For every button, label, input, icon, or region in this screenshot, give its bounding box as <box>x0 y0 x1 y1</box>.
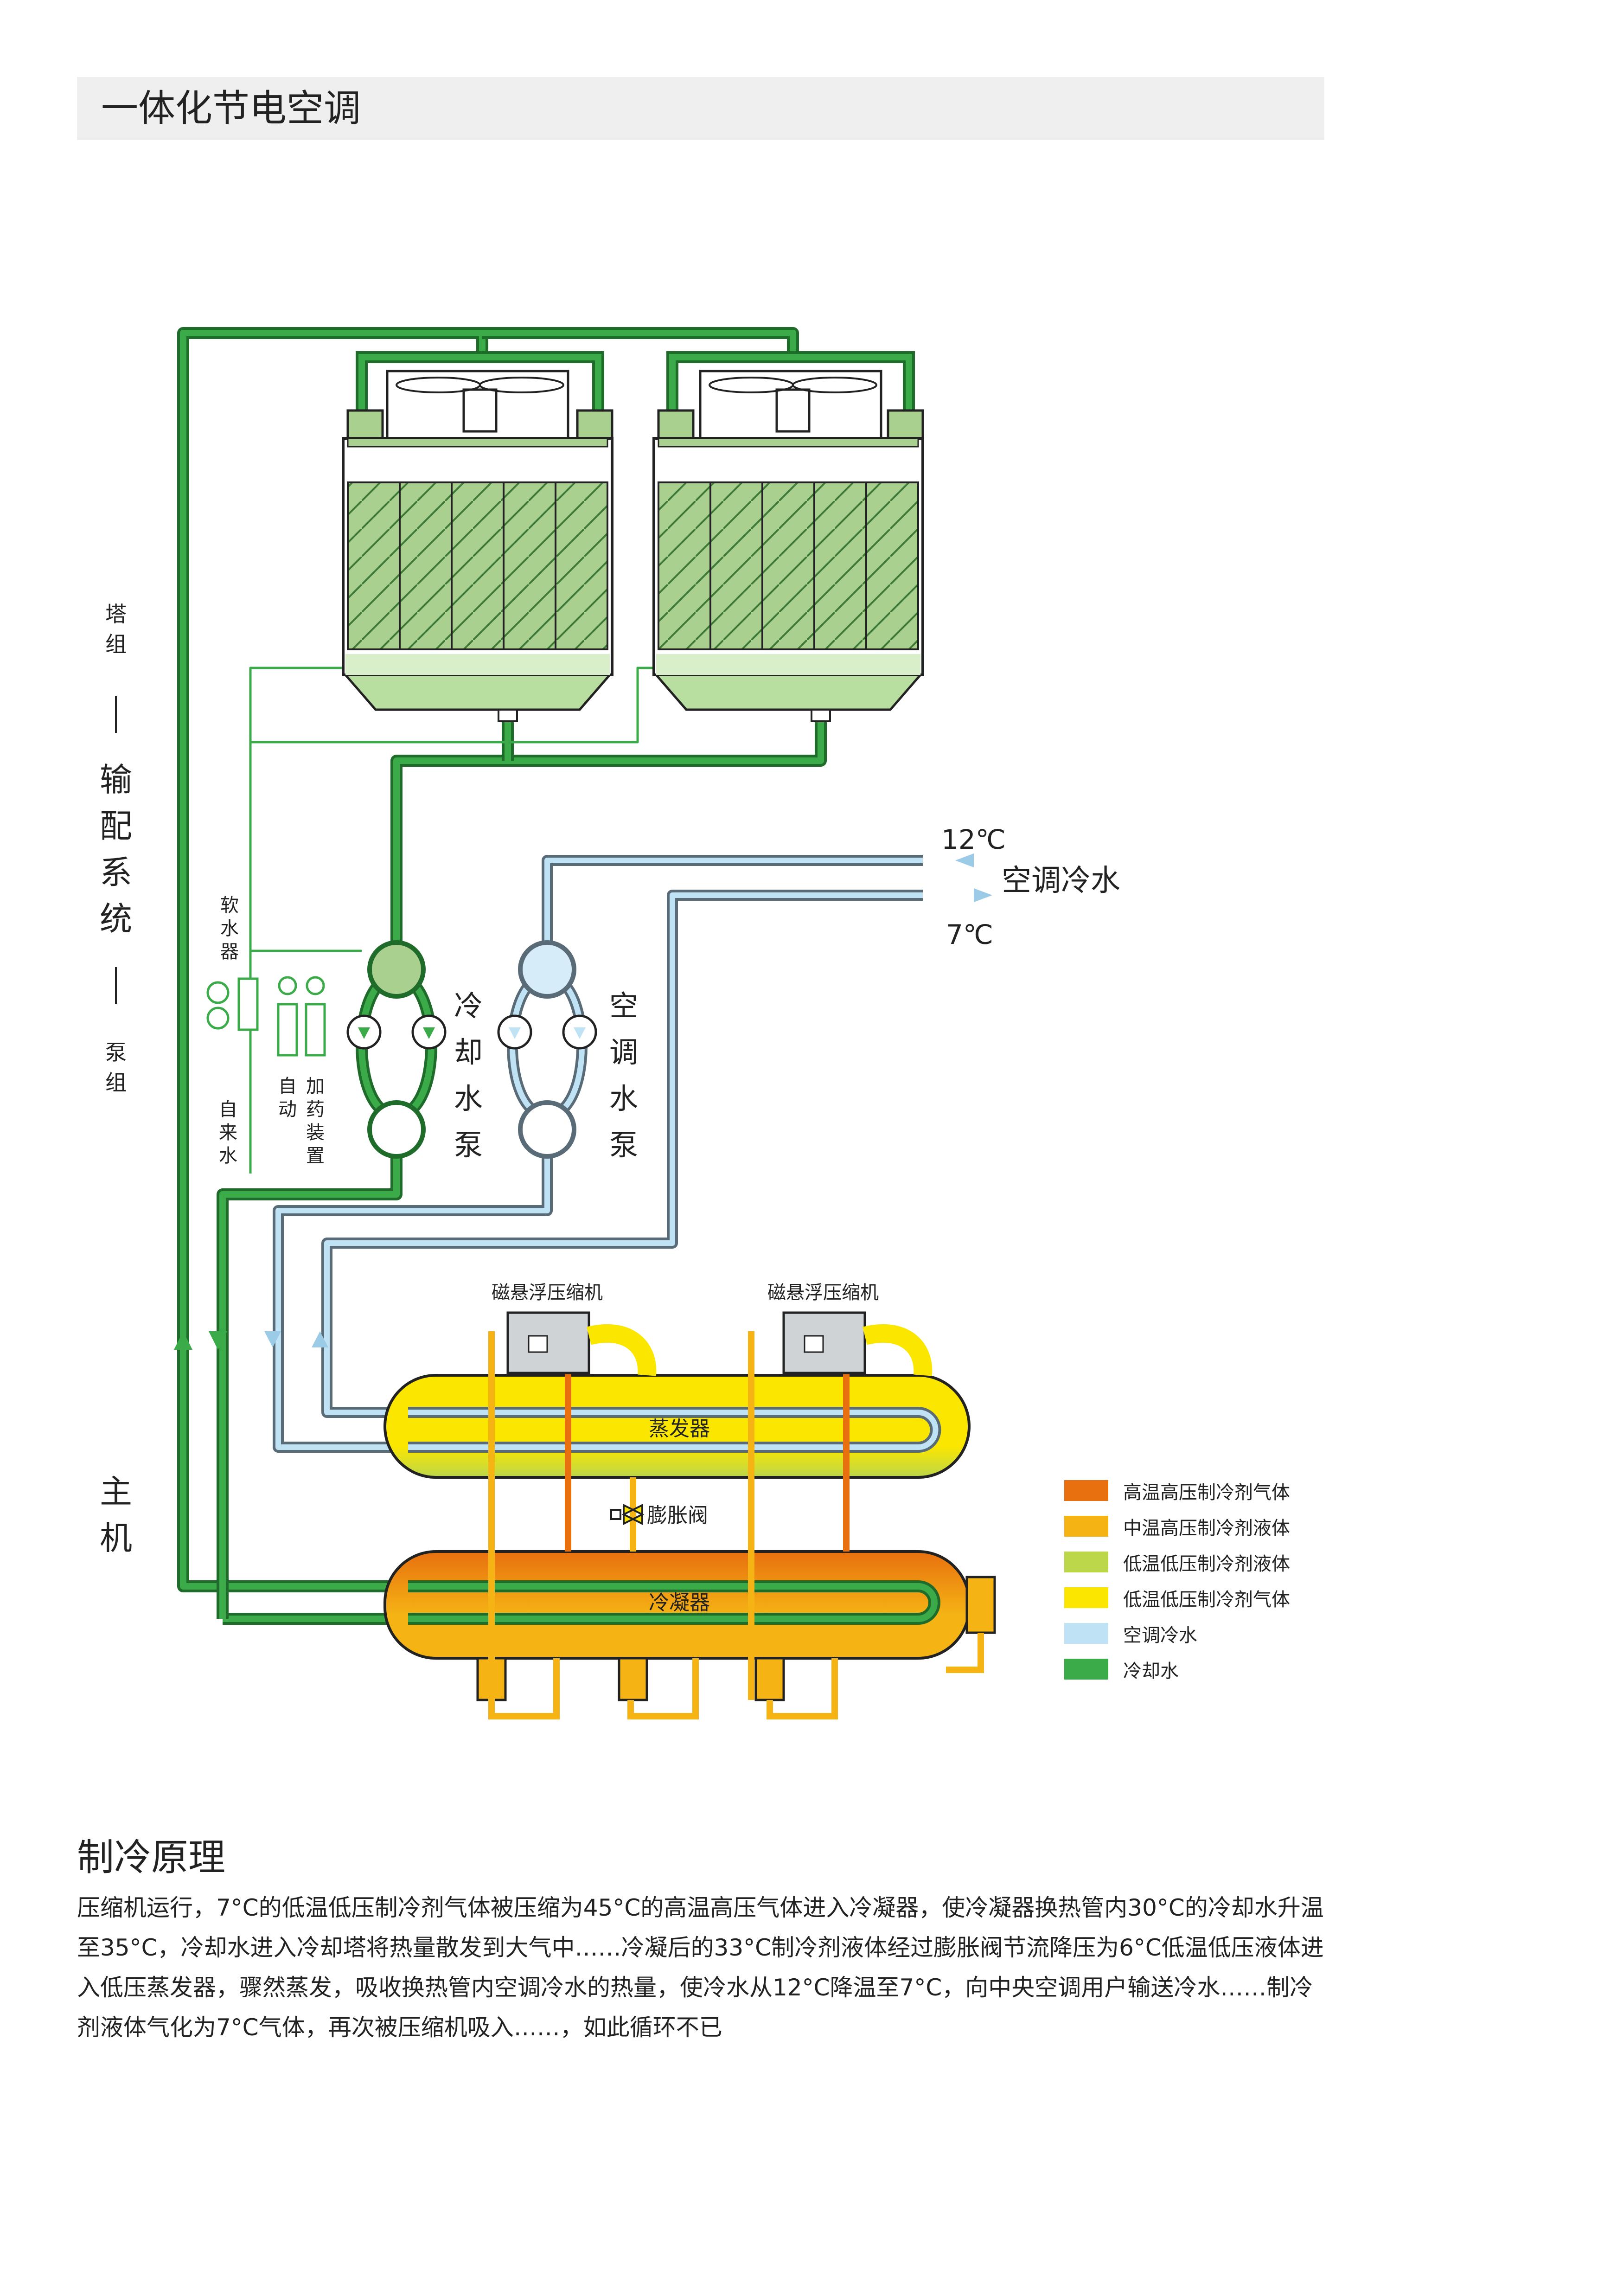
legend-item: 冷却水 <box>1064 1651 1290 1687</box>
label-temp-in: 12℃ <box>941 824 1006 855</box>
principle-heading: 制冷原理 <box>77 1836 225 1879</box>
legend-swatch <box>1064 1552 1108 1572</box>
label-tap-water-1: 自 <box>219 1099 237 1120</box>
label-distribution-4: 统 <box>100 900 132 938</box>
legend-label: 冷却水 <box>1123 1660 1179 1682</box>
label-cooling-pump-4: 泵 <box>454 1128 483 1162</box>
auto-dosing-device <box>277 976 326 1057</box>
label-expansion-valve: 膨胀阀 <box>647 1504 708 1527</box>
legend-swatch <box>1064 1623 1108 1644</box>
expansion-valve <box>610 1503 645 1526</box>
legend-label: 低温低压制冷剂气体 <box>1123 1589 1290 1610</box>
label-cooling-pump-1: 冷 <box>454 989 483 1023</box>
label-tap-water-2: 来 <box>219 1122 237 1143</box>
ac-water-pump <box>497 940 597 1159</box>
cooling-water-pump <box>346 940 447 1159</box>
label-ac-pump-4: 泵 <box>609 1128 638 1162</box>
principle-text: 压缩机运行，7°C的低温低压制冷剂气体被压缩为45°C的高温高压气体进入冷凝器，… <box>77 1894 1324 2041</box>
label-compressor-1: 磁悬浮压缩机 <box>492 1282 603 1303</box>
flow-arrows <box>174 853 992 1350</box>
legend-item: 中温高压制冷剂液体 <box>1064 1508 1290 1544</box>
label-host-2: 机 <box>100 1519 132 1557</box>
cooling-tower-2 <box>652 351 924 722</box>
label-temp-out: 7℃ <box>946 919 993 950</box>
compressor-1 <box>506 1311 657 1376</box>
title-bar: 一体化节电空调 <box>77 77 1324 140</box>
label-ac-water: 空调冷水 <box>1002 864 1120 898</box>
chilled-water-pipes <box>273 855 923 1453</box>
legend-item: 高温高压制冷剂气体 <box>1064 1473 1290 1508</box>
page-title: 一体化节电空调 <box>101 87 361 130</box>
legend-item: 低温低压制冷剂液体 <box>1064 1544 1290 1580</box>
label-ac-pump-3: 水 <box>609 1082 638 1116</box>
label-condenser: 冷凝器 <box>649 1591 710 1615</box>
label-distribution-2: 配 <box>100 807 132 845</box>
label-tower-group-1: 塔 <box>105 602 127 627</box>
label-dosing-3: 加 <box>306 1076 325 1097</box>
legend-label: 高温高压制冷剂气体 <box>1123 1481 1290 1503</box>
label-compressor-2: 磁悬浮压缩机 <box>767 1282 879 1303</box>
cooling-water-pipes <box>177 327 827 1625</box>
text-labels: 塔 组 输 配 系 统 泵 组 主 机 软 水 器 自 来 水 自 动 加 药 … <box>100 602 1120 1615</box>
label-dosing-1: 自 <box>278 1076 297 1097</box>
legend-item: 低温低压制冷剂气体 <box>1064 1580 1290 1616</box>
cooling-tower-1 <box>342 351 613 722</box>
label-dosing-5: 装 <box>306 1122 325 1143</box>
label-pump-group-2: 组 <box>105 1070 127 1095</box>
label-pump-group-1: 泵 <box>105 1040 127 1065</box>
label-tower-group-2: 组 <box>105 632 127 657</box>
compressor-2 <box>782 1311 933 1376</box>
label-host-1: 主 <box>100 1473 132 1511</box>
label-cooling-pump-2: 却 <box>454 1035 483 1069</box>
label-distribution-1: 输 <box>100 761 132 799</box>
label-softener-1: 软 <box>220 895 239 916</box>
label-dosing-6: 置 <box>306 1145 325 1167</box>
label-softener-2: 水 <box>220 918 239 939</box>
water-softener <box>206 977 259 1031</box>
legend-swatch <box>1064 1659 1108 1680</box>
evaporator-vessel <box>383 1374 971 1479</box>
label-ac-pump-1: 空 <box>609 989 638 1023</box>
label-tap-water-3: 水 <box>219 1145 237 1167</box>
legend-item: 空调冷水 <box>1064 1616 1290 1651</box>
label-dosing-4: 药 <box>306 1099 325 1120</box>
label-distribution-3: 系 <box>100 853 132 891</box>
label-ac-pump-2: 调 <box>609 1035 638 1069</box>
legend-swatch <box>1064 1480 1108 1501</box>
label-dosing-2: 动 <box>278 1099 297 1120</box>
label-softener-3: 器 <box>220 941 239 962</box>
condenser-vessel <box>383 1550 996 1701</box>
legend-swatch <box>1064 1516 1108 1537</box>
label-evaporator: 蒸发器 <box>649 1417 710 1441</box>
legend-label: 低温低压制冷剂液体 <box>1123 1553 1290 1575</box>
legend-label: 空调冷水 <box>1123 1624 1197 1646</box>
legend: 高温高压制冷剂气体 中温高压制冷剂液体 低温低压制冷剂液体 低温低压制冷剂气体 … <box>1064 1473 1290 1687</box>
refrigerant-lines <box>488 1331 984 1719</box>
legend-swatch <box>1064 1587 1108 1608</box>
label-cooling-pump-3: 水 <box>454 1082 483 1116</box>
legend-label: 中温高压制冷剂液体 <box>1123 1517 1290 1539</box>
